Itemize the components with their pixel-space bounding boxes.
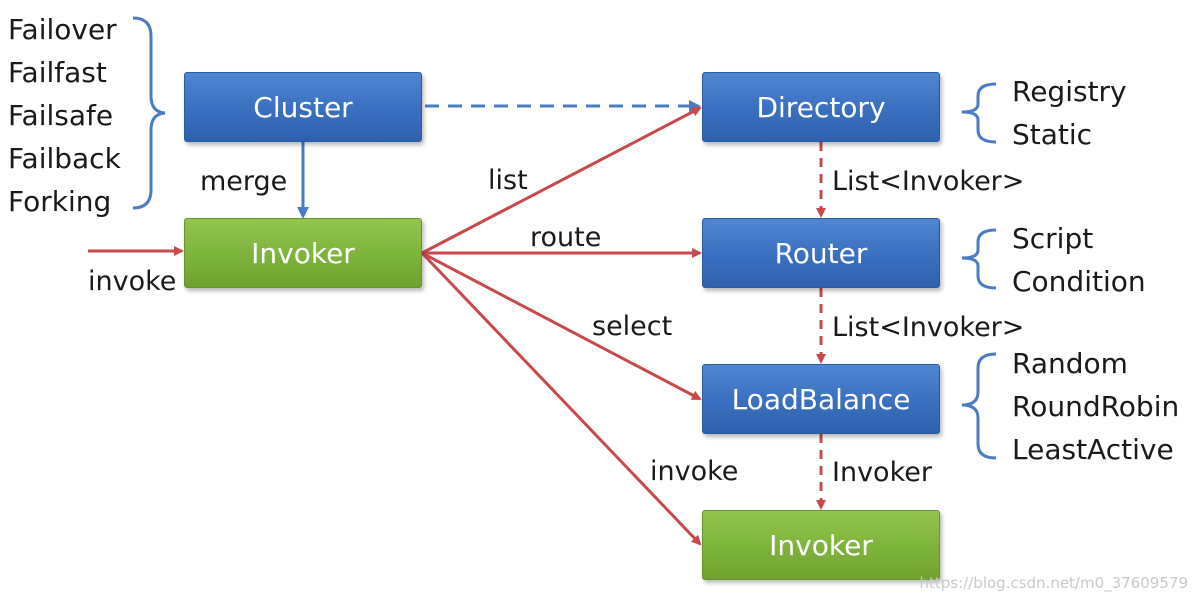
- directory-types-list: Registry Static: [1012, 70, 1127, 156]
- cluster-strategies-brace: [132, 16, 166, 210]
- cluster-strategy: Forking: [8, 185, 112, 218]
- directory-node-label: Directory: [756, 90, 886, 124]
- loadbalance-type: LeastActive: [1012, 433, 1174, 466]
- directory-type: Static: [1012, 118, 1093, 151]
- invoker-target-node-label: Invoker: [769, 528, 873, 562]
- loadbalance-node: LoadBalance: [702, 364, 940, 434]
- router-lb-label: List<Invoker>: [832, 312, 1025, 343]
- router-type: Condition: [1012, 265, 1146, 298]
- router-types-brace: [961, 228, 997, 290]
- directory-type: Registry: [1012, 75, 1127, 108]
- list-label: list: [488, 165, 528, 196]
- invoke-arrow: [420, 251, 702, 546]
- router-node: Router: [702, 218, 940, 288]
- list-arrow: [421, 106, 702, 255]
- cluster-strategy: Failback: [8, 142, 121, 175]
- lb-invoker-label: Invoker: [832, 457, 932, 488]
- dir-router-label: List<Invoker>: [832, 166, 1025, 197]
- cluster-strategies-list: Failover Failfast Failsafe Failback Fork…: [8, 8, 121, 223]
- invoke-label: invoke: [650, 456, 739, 487]
- loadbalance-type: RoundRobin: [1012, 390, 1180, 423]
- router-node-label: Router: [774, 236, 868, 270]
- select-arrow: [421, 251, 702, 401]
- invoker-main-node: Invoker: [184, 218, 422, 288]
- watermark: https://blog.csdn.net/m0_37609579: [919, 574, 1188, 592]
- cluster-strategy: Failsafe: [8, 99, 114, 132]
- router-type: Script: [1012, 222, 1094, 255]
- loadbalance-type: Random: [1012, 347, 1128, 380]
- invoke-in-label: invoke: [88, 266, 177, 297]
- cluster-strategy: Failover: [8, 13, 117, 46]
- router-types-list: Script Condition: [1012, 217, 1146, 303]
- loadbalance-types-brace: [961, 352, 997, 460]
- invoker-target-node: Invoker: [702, 510, 940, 580]
- merge-label: merge: [200, 166, 288, 197]
- cluster-node-label: Cluster: [253, 90, 353, 124]
- select-label: select: [592, 311, 673, 342]
- invoker-main-node-label: Invoker: [251, 236, 355, 270]
- loadbalance-types-list: Random RoundRobin LeastActive: [1012, 342, 1179, 471]
- cluster-strategy: Failfast: [8, 56, 107, 89]
- cluster-node: Cluster: [184, 72, 422, 142]
- directory-node: Directory: [702, 72, 940, 142]
- directory-types-brace: [961, 82, 997, 144]
- loadbalance-node-label: LoadBalance: [731, 382, 911, 416]
- route-label: route: [530, 222, 602, 253]
